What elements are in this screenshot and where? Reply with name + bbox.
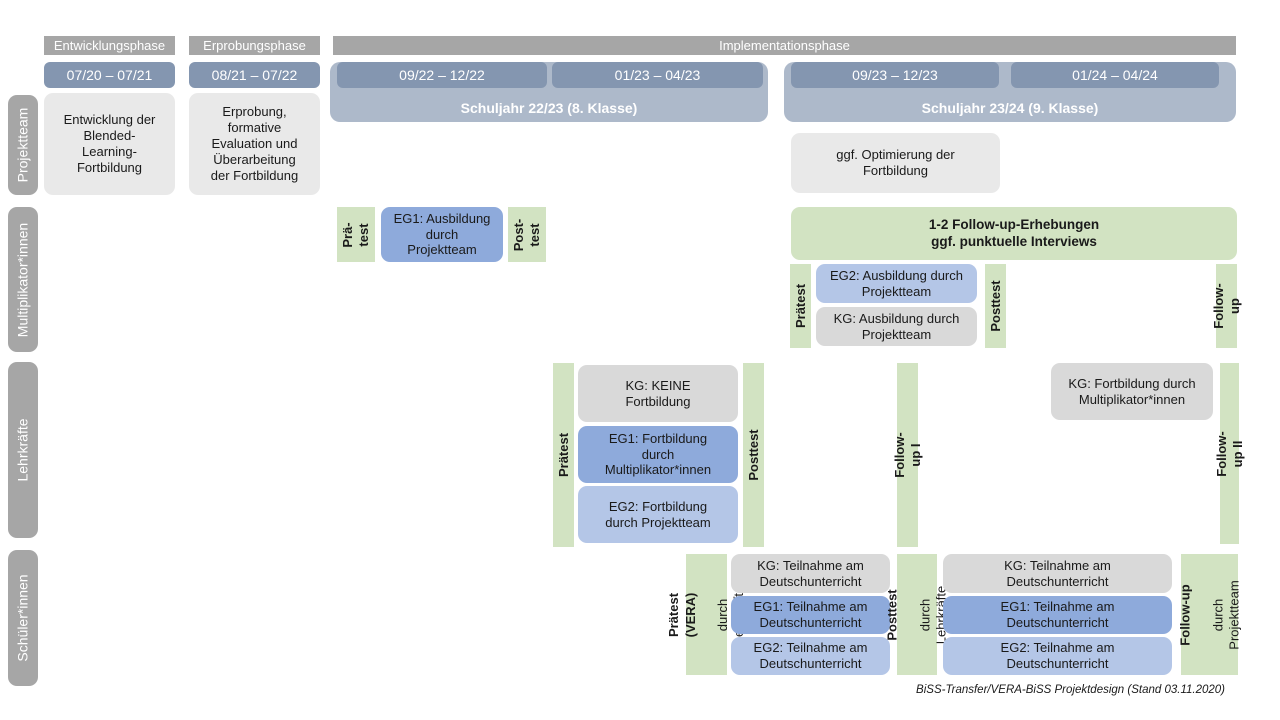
posttest-bar-lehrkraefte-text: Posttest <box>745 429 761 481</box>
slide-caption: BiSS-Transfer/VERA-BiSS Projektdesign (S… <box>916 684 1225 696</box>
box-eg2-deutschunterricht-2: EG2: Teilnahme am Deutschunterricht <box>943 637 1172 675</box>
followup2-bar-lehrkraefte-text: Follow-up II <box>1213 430 1245 477</box>
period-07-20-07-21: 07/20 – 07/21 <box>44 62 175 88</box>
schoolyear-label-23-24: Schuljahr 23/24 (9. Klasse) <box>921 100 1099 116</box>
praetest-bar-multiplikatoren-sj2-text: Prätest <box>792 283 808 329</box>
followup1-bar-lehrkraefte: Follow-up I <box>891 363 923 547</box>
box-kg-fortbildung-multiplikatoren: KG: Fortbildung durch Multiplikator*inne… <box>1051 363 1213 420</box>
praetest-bar-multiplikatoren-sj1: Prä- test <box>337 207 375 262</box>
row-label-projektteam-text: Projektteam <box>14 107 31 183</box>
row-label-multiplikatorinnen-text: Multiplikator*innen <box>14 222 31 337</box>
box-optimierung-fortbildung: ggf. Optimierung der Fortbildung <box>791 133 1000 193</box>
box-kg-deutschunterricht-2: KG: Teilnahme am Deutschunterricht <box>943 554 1172 593</box>
posttest-bar-multiplikatoren-sj2: Posttest <box>985 264 1006 348</box>
box-erprobung-evaluation: Erprobung, formative Evaluation und Über… <box>189 93 320 195</box>
row-label-schuelerinnen: Schüler*innen <box>8 550 38 686</box>
posttest-bar-multiplikatoren-sj1-text: Post- test <box>510 218 542 251</box>
followup-schueler-sublabel: durch Projektteam <box>1209 579 1241 650</box>
followup1-bar-lehrkraefte-text: Follow-up I <box>891 432 923 478</box>
posttest-bar-multiplikatoren-sj1: Post- test <box>508 207 546 262</box>
followup-schueler-label: Follow-up <box>1177 583 1192 646</box>
row-label-lehrkraefte: Lehrkräfte <box>8 362 38 538</box>
followup-bar-schueler: Follow-up durch Projektteam <box>1177 554 1241 675</box>
phase-header-implementationsphase: Implementationsphase <box>333 36 1236 55</box>
period-01-24-04-24: 01/24 – 04/24 <box>1011 62 1219 88</box>
praetest-bar-lehrkraefte: Prätest <box>553 363 574 547</box>
posttest-bar-schueler: Posttest durch Lehrkräfte <box>885 554 948 675</box>
box-eg2-ausbildung-projektteam: EG2: Ausbildung durch Projektteam <box>816 264 977 303</box>
praetest-vera-bar-schueler: Prätest (VERA) durch Lehrkräfte <box>666 554 746 675</box>
period-08-21-07-22: 08/21 – 07/22 <box>189 62 320 88</box>
row-label-projektteam: Projektteam <box>8 95 38 195</box>
posttest-schueler-label: Posttest <box>884 588 900 641</box>
box-kg-keine-fortbildung: KG: KEINE Fortbildung <box>578 365 738 422</box>
row-label-schuelerinnen-text: Schüler*innen <box>14 574 31 662</box>
box-kg-deutschunterricht-1: KG: Teilnahme am Deutschunterricht <box>731 554 890 593</box>
box-entwicklung-fortbildung: Entwicklung der Blended- Learning- Fortb… <box>44 93 175 195</box>
followup2-bar-lehrkraefte: Follow-up II <box>1213 363 1245 544</box>
banner-followup-erhebungen: 1-2 Follow-up-Erhebungen ggf. punktuelle… <box>791 207 1237 260</box>
followup-bar-multiplikatoren: Follow-up <box>1210 264 1242 348</box>
box-eg2-deutschunterricht-1: EG2: Teilnahme am Deutschunterricht <box>731 637 890 675</box>
schoolyear-label-22-23: Schuljahr 22/23 (8. Klasse) <box>460 100 638 116</box>
box-eg1-ausbildung-projektteam: EG1: Ausbildung durch Projektteam <box>381 207 503 262</box>
row-label-lehrkraefte-text: Lehrkräfte <box>14 418 31 482</box>
box-eg1-deutschunterricht-2: EG1: Teilnahme am Deutschunterricht <box>943 596 1172 634</box>
posttest-bar-multiplikatoren-sj2-text: Posttest <box>987 280 1003 332</box>
posttest-bar-lehrkraefte: Posttest <box>743 363 764 547</box>
box-eg1-fortbildung-multiplikatoren: EG1: Fortbildung durch Multiplikator*inn… <box>578 426 738 483</box>
phase-header-entwicklungsphase: Entwicklungsphase <box>44 36 175 55</box>
box-eg2-fortbildung-projektteam: EG2: Fortbildung durch Projektteam <box>578 486 738 543</box>
praetest-bar-multiplikatoren-sj1-text: Prä- test <box>339 221 371 248</box>
praetest-bar-lehrkraefte-text: Prätest <box>555 432 571 478</box>
row-label-multiplikatorinnen: Multiplikator*innen <box>8 207 38 352</box>
praetest-bar-multiplikatoren-sj2: Prätest <box>790 264 811 348</box>
praetest-vera-label: Prätest (VERA) <box>665 592 698 637</box>
box-eg1-deutschunterricht-1: EG1: Teilnahme am Deutschunterricht <box>731 596 890 634</box>
period-01-23-04-23: 01/23 – 04/23 <box>552 62 763 88</box>
period-09-23-12-23: 09/23 – 12/23 <box>791 62 999 88</box>
phase-header-erprobungsphase: Erprobungsphase <box>189 36 320 55</box>
period-09-22-12-22: 09/22 – 12/22 <box>337 62 547 88</box>
box-kg-ausbildung-projektteam: KG: Ausbildung durch Projektteam <box>816 307 977 346</box>
followup-bar-multiplikatoren-text: Follow-up <box>1210 283 1242 329</box>
